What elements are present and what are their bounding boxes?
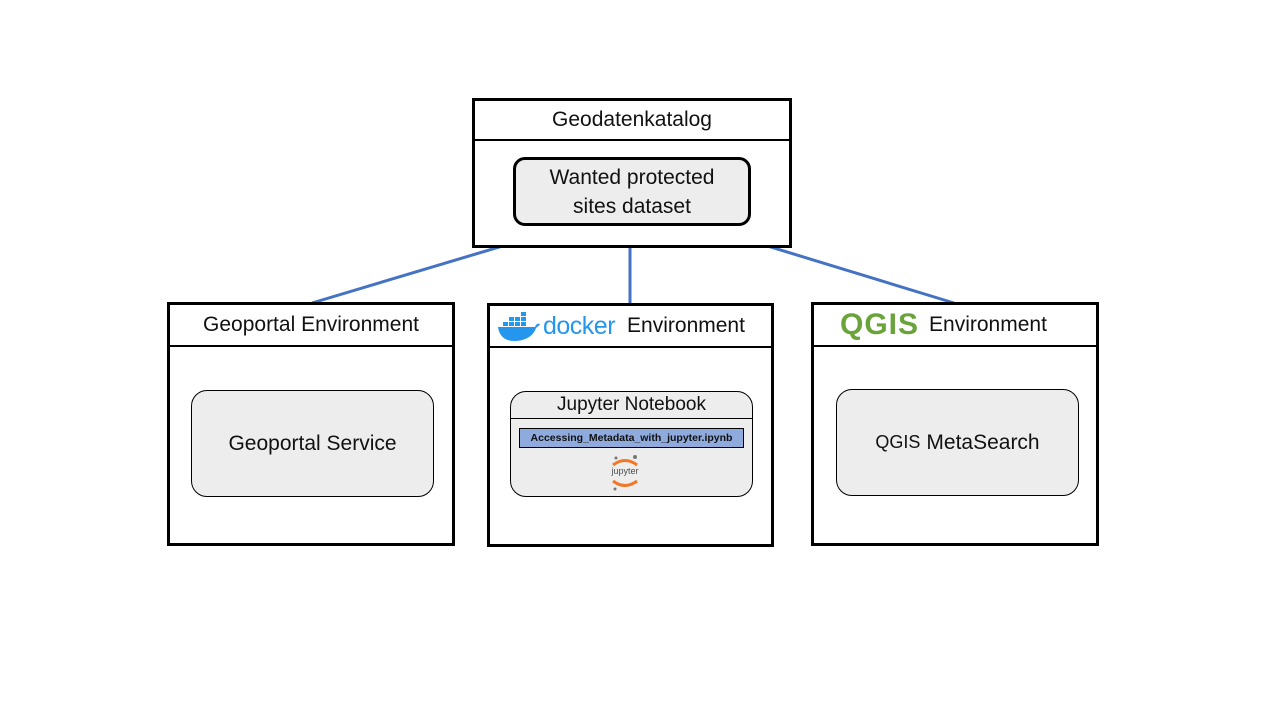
qgis-metasearch-node[interactable]: QGIS MetaSearch bbox=[836, 389, 1079, 496]
dataset-label-line1: Wanted protected bbox=[549, 165, 715, 189]
docker-logo: docker bbox=[497, 310, 616, 342]
docker-environment-title: Environment bbox=[627, 314, 745, 337]
docker-whale-icon bbox=[498, 312, 540, 341]
qgis-metasearch-prefix: QGIS bbox=[875, 432, 921, 452]
qgis-logo: QGIS bbox=[840, 308, 920, 341]
geoportal-service-node[interactable]: Geoportal Service bbox=[191, 390, 434, 497]
qgis-environment-title: Environment bbox=[929, 313, 1047, 336]
qgis-metasearch-label: MetaSearch bbox=[926, 430, 1040, 454]
catalog-title: Geodatenkatalog bbox=[475, 101, 789, 141]
jupyter-logo-text: jupyter bbox=[611, 466, 639, 476]
docker-logo-text: docker bbox=[543, 311, 616, 340]
jupyter-notebook-title: Jupyter Notebook bbox=[511, 392, 752, 419]
jupyter-notebook-node[interactable]: Jupyter Notebook Accessing_Metadata_with… bbox=[510, 391, 753, 497]
catalog-frame: Geodatenkatalog Wanted protected sites d… bbox=[472, 98, 792, 248]
notebook-file[interactable]: Accessing_Metadata_with_jupyter.ipynb bbox=[519, 428, 744, 448]
geoportal-environment-title: Geoportal Environment bbox=[170, 305, 452, 347]
dataset-label-line2: sites dataset bbox=[573, 194, 691, 218]
geoportal-service-label: Geoportal Service bbox=[228, 431, 397, 455]
jupyter-logo: jupyter bbox=[608, 454, 642, 492]
qgis-environment-header: QGIS Environment bbox=[814, 305, 1096, 347]
geoportal-environment-frame: Geoportal Environment Geoportal Service bbox=[167, 302, 455, 546]
docker-environment-header: docker Environment bbox=[490, 306, 771, 348]
qgis-environment-frame: QGIS Environment QGIS MetaSearch bbox=[811, 302, 1099, 546]
dataset-node[interactable]: Wanted protected sites dataset bbox=[513, 157, 751, 226]
jupyter-logo-icon bbox=[612, 455, 638, 491]
docker-environment-frame: docker Environment Jupyter Notebook Acce… bbox=[487, 303, 774, 547]
